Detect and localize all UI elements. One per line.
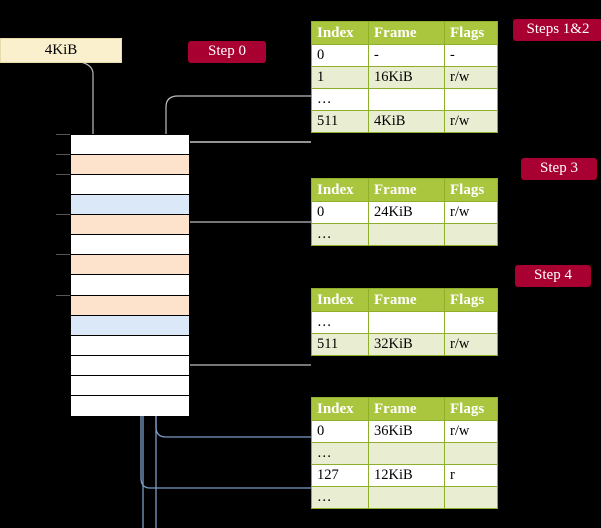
page-table-level-1-cell-g — [444, 223, 498, 246]
memory-frame-8-tick — [56, 294, 70, 296]
page-table-level-3-header-index: Index — [311, 397, 369, 421]
page-table-level-3-header-flags: Flags — [444, 397, 498, 421]
badge-step-3-label: Step 3 — [540, 160, 578, 176]
page-table-level-0-cell-i: 511 — [311, 110, 369, 133]
page-table-level-2-cell-g: r/w — [444, 333, 498, 356]
page-table-level-0-row[interactable]: 0-- — [311, 44, 498, 67]
memory-frame-5 — [71, 235, 189, 256]
page-table-level-3-cell-f: 12KiB — [368, 464, 445, 487]
badge-steps-1-2-label: Steps 1&2 — [526, 21, 590, 37]
page-table-level-2-header-index: Index — [311, 288, 369, 312]
page-table-level-0-cell-g: - — [444, 44, 498, 67]
memory-frame-6 — [71, 255, 189, 276]
page-table-level-0-cell-i: 0 — [311, 44, 369, 67]
page-table-level-3-row[interactable]: … — [311, 486, 498, 509]
page-table-level-1-cell-i: 0 — [311, 201, 369, 224]
page-table-level-0-cell-f: 4KiB — [368, 110, 445, 133]
page-table-level-3-cell-f — [368, 486, 445, 509]
page-table-level-0-cell-i: 1 — [311, 66, 369, 89]
memory-frame-1-tick — [56, 154, 70, 156]
page-table-level-0-cell-g: r/w — [444, 66, 498, 89]
page-table-level-2-cell-i: 511 — [311, 333, 369, 356]
page-table-level-2-cell-f — [368, 311, 445, 334]
memory-frame-2-tick — [56, 174, 70, 176]
page-table-level-3-cell-g — [444, 442, 498, 465]
badge-step-0-label: Step 0 — [208, 43, 246, 59]
memory-frame-0 — [71, 135, 189, 156]
page-table-level-0-cell-g — [444, 88, 498, 111]
memory-frame-0-tick — [56, 134, 70, 135]
page-table-level-0-row[interactable]: … — [311, 88, 498, 111]
page-table-level-3-cell-i: … — [311, 442, 369, 465]
page-table-level-3-row[interactable]: … — [311, 442, 498, 465]
page-table-level-1-row[interactable]: … — [311, 223, 498, 246]
memory-frame-10 — [71, 335, 189, 356]
page-table-level-2-header-frame: Frame — [368, 288, 445, 312]
page-table-level-0-header-index: Index — [311, 21, 369, 45]
memory-frame-8 — [71, 295, 189, 316]
page-table-level-0-cell-f: 16KiB — [368, 66, 445, 89]
page-table-level-0-cell-g: r/w — [444, 110, 498, 133]
page-table-level-1-cell-g: r/w — [444, 201, 498, 224]
badge-step-3: Step 3 — [521, 158, 597, 180]
page-table-level-1-cell-f: 24KiB — [368, 201, 445, 224]
page-table-level-0-header-flags: Flags — [444, 21, 498, 45]
badge-step-4: Step 4 — [515, 265, 591, 287]
badge-step-0: Step 0 — [188, 41, 266, 63]
page-table-level-2-cell-f: 32KiB — [368, 333, 445, 356]
page-table-level-3-cell-g — [444, 486, 498, 509]
page-table-level-0-cell-f: - — [368, 44, 445, 67]
page-table-level-1-header-frame: Frame — [368, 178, 445, 202]
page-table-level-3-header-frame: Frame — [368, 397, 445, 421]
page-table-level-3-cell-i: 0 — [311, 420, 369, 443]
page-table-level-2-cell-g — [444, 311, 498, 334]
page-table-level-0-cell-i: … — [311, 88, 369, 111]
page-table-level-3-cell-i: 127 — [311, 464, 369, 487]
page-table-level-0-header-frame: Frame — [368, 21, 445, 45]
badge-step-4-label: Step 4 — [534, 267, 572, 283]
page-table-level-1-header-index: Index — [311, 178, 369, 202]
memory-frame-4-tick — [56, 214, 70, 216]
page-table-level-1-cell-f — [368, 223, 445, 246]
page-table-level-3-cell-f: 36KiB — [368, 420, 445, 443]
memory-frame-1 — [71, 155, 189, 176]
memory-frame-7 — [71, 275, 189, 296]
page-table-level-3-cell-g: r — [444, 464, 498, 487]
page-table-level-3-cell-i: … — [311, 486, 369, 509]
page-table-level-1-cell-i: … — [311, 223, 369, 246]
memory-frame-3 — [71, 195, 189, 216]
badge-steps-1-2: Steps 1&2 — [513, 19, 601, 41]
page-table-level-3-cell-g: r/w — [444, 420, 498, 443]
page-table-level-1-header-flags: Flags — [444, 178, 498, 202]
page-table-level-3-cell-f — [368, 442, 445, 465]
memory-frame-13 — [71, 395, 189, 416]
page-table-level-2-row[interactable]: … — [311, 311, 498, 334]
memory-frame-2 — [71, 175, 189, 196]
page-box-label: 4KiB — [44, 42, 78, 58]
memory-frame-12 — [71, 375, 189, 396]
page-table-level-2-header-flags: Flags — [444, 288, 498, 312]
page-table-level-2-cell-i: … — [311, 311, 369, 334]
physical-memory-column — [70, 134, 190, 416]
memory-frame-11 — [71, 355, 189, 376]
memory-frame-4 — [71, 215, 189, 236]
memory-frame-6-tick — [56, 254, 70, 256]
page-box-4kib: 4KiB — [0, 38, 122, 63]
memory-frame-9 — [71, 315, 189, 336]
page-table-level-0-cell-f — [368, 88, 445, 111]
